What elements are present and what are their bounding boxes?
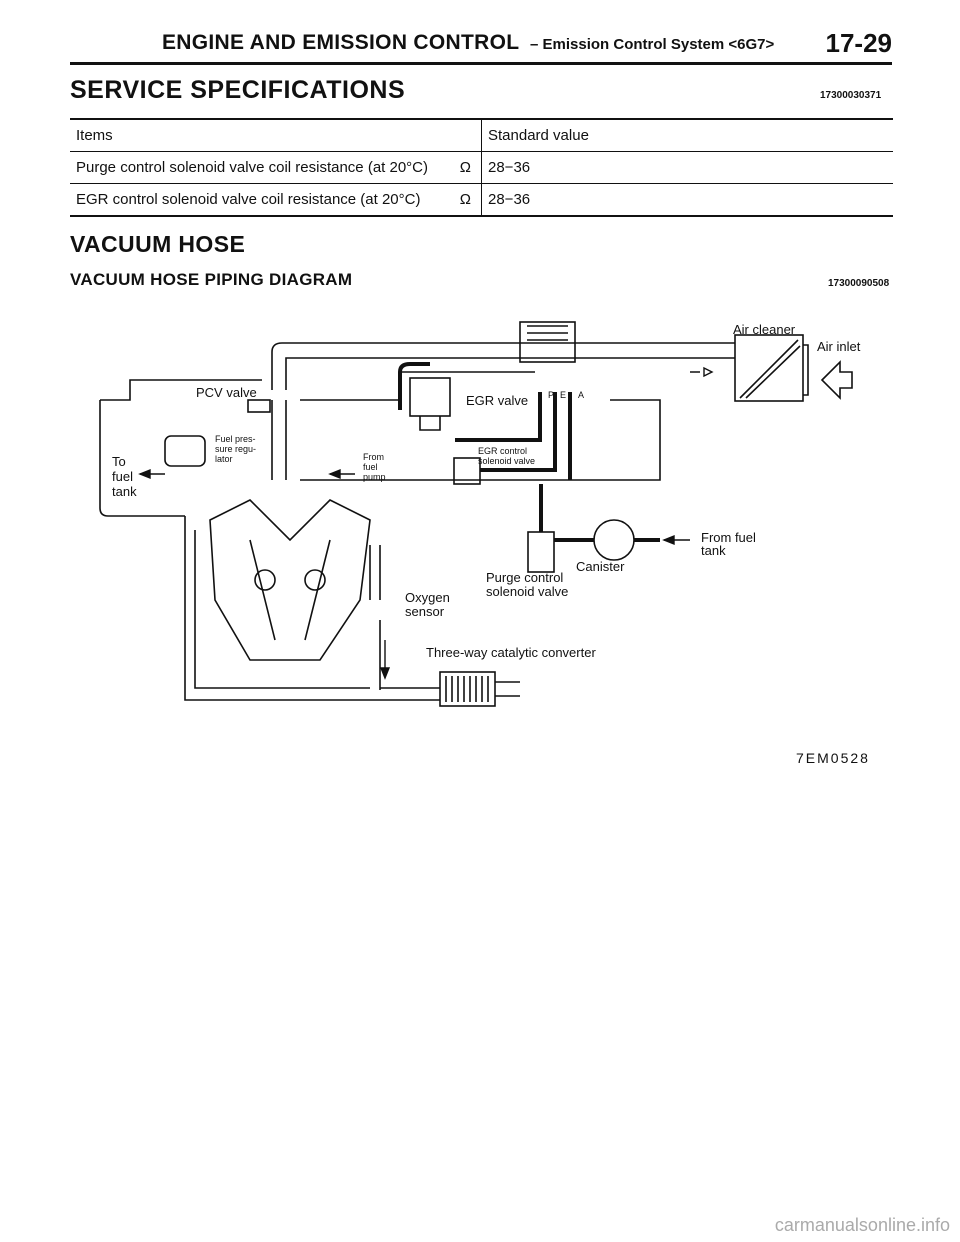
unit: Ω: [460, 191, 471, 208]
subsection-title: – Emission Control System <6G7>: [530, 36, 774, 53]
label-fuel-regulator-3: lator: [215, 454, 233, 464]
table-row: EGR control solenoid valve coil resistan…: [70, 184, 893, 217]
label-air-inlet: Air inlet: [817, 339, 861, 354]
label-to-fuel-tank-1: To: [112, 454, 126, 469]
watermark: carmanualsonline.info: [775, 1215, 950, 1236]
label-purge-control-1: Purge control: [486, 570, 563, 585]
label-air-cleaner: Air cleaner: [733, 322, 796, 337]
label-from-fuel-pump-3: pump: [363, 472, 386, 482]
unit: Ω: [460, 159, 471, 176]
service-specs-heading: SERVICE SPECIFICATIONS: [70, 76, 405, 105]
label-oxygen-sensor-2: sensor: [405, 604, 445, 619]
label-fuel-regulator-2: sure regu-: [215, 444, 256, 454]
table-header-row: Items Standard value: [70, 119, 893, 152]
label-egr-solenoid-2: solenoid valve: [478, 456, 535, 466]
item-name: EGR control solenoid valve coil resistan…: [76, 191, 420, 208]
spec-table: Items Standard value Purge control solen…: [70, 118, 893, 217]
vacuum-hose-piping-diagram: Air cleaner Air inlet PCV valve EGR valv…: [0, 300, 960, 780]
column-header-items: Items: [70, 119, 482, 152]
label-to-fuel-tank-2: fuel: [112, 469, 133, 484]
label-oxygen-sensor-1: Oxygen: [405, 590, 450, 605]
page-header: ENGINE AND EMISSION CONTROL – Emission C…: [140, 28, 892, 62]
label-catalytic-converter: Three-way catalytic converter: [426, 645, 596, 660]
label-to-fuel-tank-3: tank: [112, 484, 137, 499]
standard-value: 28−36: [482, 184, 894, 217]
label-canister: Canister: [576, 559, 625, 574]
vacuum-hose-heading: VACUUM HOSE: [70, 231, 245, 258]
label-egr-solenoid-1: EGR control: [478, 446, 527, 456]
item-name: Purge control solenoid valve coil resist…: [76, 159, 428, 176]
piping-diagram-heading: VACUUM HOSE PIPING DIAGRAM: [70, 270, 352, 290]
label-port-a: A: [578, 390, 584, 400]
label-from-fuel-pump-2: fuel: [363, 462, 378, 472]
service-specs-code: 17300030371: [820, 90, 881, 101]
label-pcv-valve: PCV valve: [196, 385, 257, 400]
label-from-fuel-tank-2: tank: [701, 543, 726, 558]
section-title: ENGINE AND EMISSION CONTROL: [162, 31, 519, 55]
column-header-standard-value: Standard value: [482, 119, 894, 152]
header-rule: [70, 62, 892, 65]
label-from-fuel-pump-1: From: [363, 452, 384, 462]
label-egr-valve: EGR valve: [466, 393, 528, 408]
piping-diagram-code: 17300090508: [828, 278, 889, 289]
figure-code: 7EM0528: [796, 750, 870, 766]
page-number: 17-29: [826, 28, 893, 59]
label-port-e: E: [560, 390, 566, 400]
label-purge-control-2: solenoid valve: [486, 584, 568, 599]
standard-value: 28−36: [482, 152, 894, 184]
label-fuel-regulator-1: Fuel pres-: [215, 434, 256, 444]
table-row: Purge control solenoid valve coil resist…: [70, 152, 893, 184]
label-port-p: P: [548, 390, 554, 400]
